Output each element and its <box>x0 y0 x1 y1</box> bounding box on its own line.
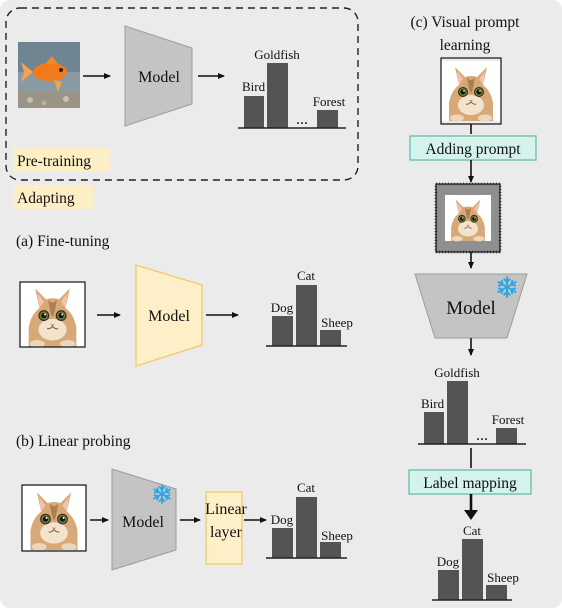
bar-label-cat: Cat <box>297 480 315 495</box>
cat-image <box>440 57 502 125</box>
vpl-model-shape <box>414 273 528 339</box>
bar-label-cat: Cat <box>463 523 481 538</box>
bar-label-goldfish: Goldfish <box>434 365 480 380</box>
bar-bird <box>244 96 264 128</box>
legend-adapt-swatch <box>13 185 93 209</box>
bar-bird <box>424 412 444 444</box>
bar-goldfish <box>267 63 288 128</box>
cat-image <box>21 484 87 552</box>
linear-layer-box <box>205 491 243 565</box>
bar-label-sheep: Sheep <box>321 528 353 543</box>
bar-forest <box>317 110 338 128</box>
prompted-cat-image <box>434 182 502 254</box>
bar-label-goldfish: Goldfish <box>254 47 300 62</box>
linear-layer-label-2: layer <box>210 524 243 541</box>
bar-label-dog: Dog <box>437 554 460 569</box>
probing-bar-chart: Dog Cat Sheep <box>266 480 353 559</box>
arrow-head <box>464 510 478 520</box>
bar-label-forest: Forest <box>313 94 346 109</box>
caption-finetuning: (a) Fine-tuning <box>16 233 110 250</box>
bar-ellipsis: ... <box>476 427 488 444</box>
linear-layer-label-1: Linear <box>205 501 247 518</box>
bar-label-bird: Bird <box>242 79 266 94</box>
bar-ellipsis: ... <box>296 111 308 128</box>
caption-vpl-line2: learning <box>440 37 491 54</box>
bar-label-dog: Dog <box>271 300 294 315</box>
cat-image <box>19 281 86 348</box>
caption-vpl-line1: (c) Visual prompt <box>411 14 521 31</box>
finetune-bar-chart: Dog Cat Sheep <box>266 268 353 347</box>
bar-goldfish <box>447 381 468 444</box>
bar-sheep <box>320 542 341 558</box>
bar-sheep <box>320 330 341 346</box>
pretrain-bar-chart: Bird Goldfish Forest ... <box>238 47 346 129</box>
finetune-model-shape <box>135 264 203 367</box>
probing-model-label: Model <box>122 514 164 531</box>
bar-label-cat: Cat <box>297 268 315 283</box>
bar-cat <box>296 285 317 346</box>
bar-label-bird: Bird <box>421 396 445 411</box>
pretrain-model-shape <box>124 25 193 127</box>
adding-prompt-label: Adding prompt <box>425 141 521 158</box>
bar-dog <box>272 316 293 346</box>
bar-sheep <box>486 585 507 600</box>
bar-dog <box>272 528 293 558</box>
legend-pretrain-swatch <box>13 148 110 172</box>
legend-pretrain-label: Pre-training <box>17 153 91 170</box>
label-mapping-box <box>408 469 532 495</box>
bar-cat <box>296 497 317 558</box>
finetune-model-label: Model <box>148 308 190 325</box>
vpl-source-bar-chart: Bird Goldfish Forest ... <box>418 365 526 445</box>
label-mapping-label: Label mapping <box>423 475 517 492</box>
bar-label-sheep: Sheep <box>487 570 519 585</box>
bar-label-dog: Dog <box>271 512 294 527</box>
bar-dog <box>438 570 459 600</box>
bar-forest <box>496 428 517 444</box>
vpl-target-bar-chart: Dog Cat Sheep <box>432 523 519 601</box>
bar-label-sheep: Sheep <box>321 315 353 330</box>
legend-adapt-label: Adapting <box>17 190 75 207</box>
bar-label-forest: Forest <box>492 412 525 427</box>
goldfish-image <box>18 42 80 108</box>
vpl-model-label: Model <box>446 298 496 319</box>
bar-cat <box>462 539 483 600</box>
caption-linear-probing: (b) Linear probing <box>16 433 131 450</box>
pretrain-model-label: Model <box>138 69 180 86</box>
adding-prompt-box <box>409 135 537 161</box>
pretraining-dashed-box <box>5 7 359 181</box>
